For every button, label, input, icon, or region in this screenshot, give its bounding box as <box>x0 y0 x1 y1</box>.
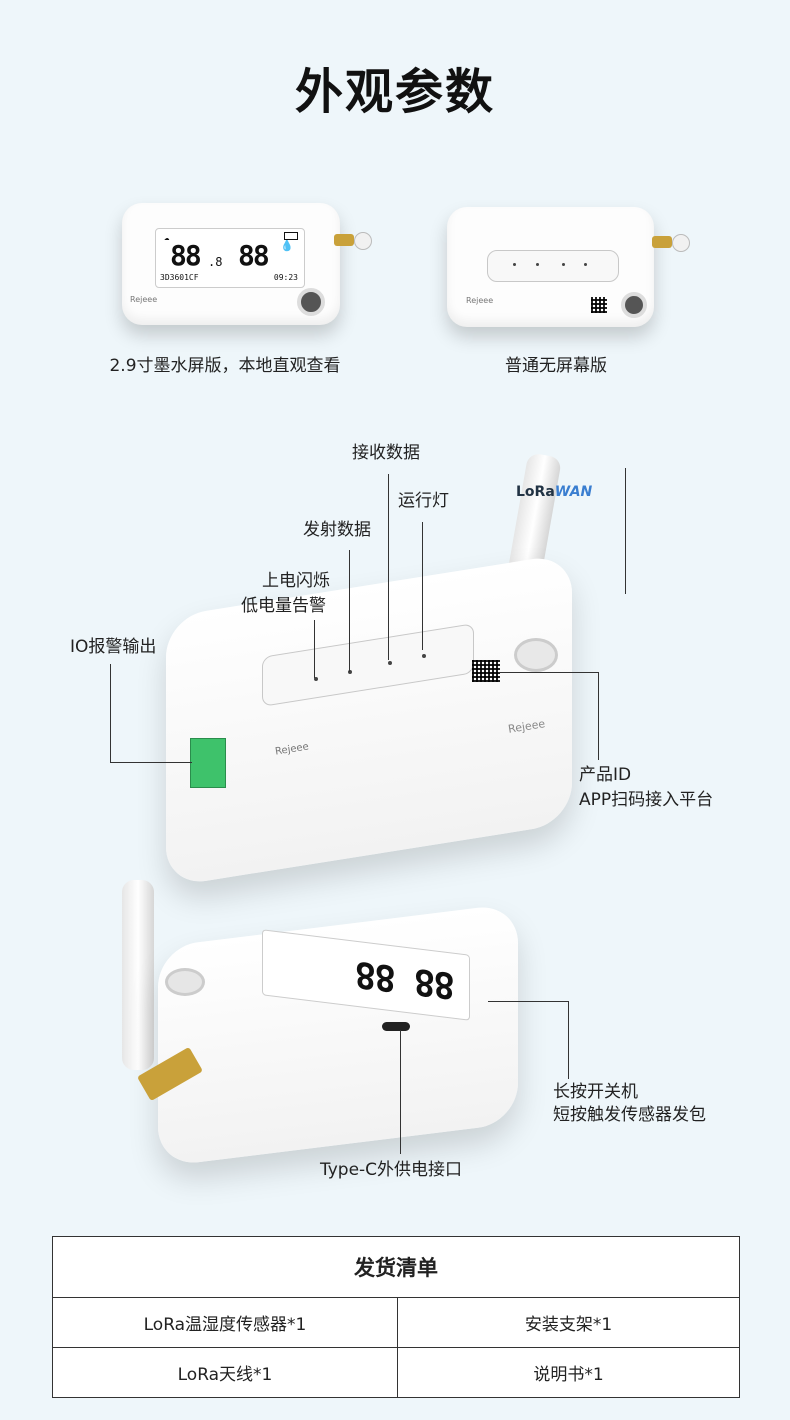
temp-readout: 88 <box>170 239 202 272</box>
humidity-readout: 88 <box>238 239 270 272</box>
brand-label-2: Rejeee <box>466 296 494 305</box>
callout-rx: 接收数据 <box>352 443 420 463</box>
power-button-2 <box>621 292 647 318</box>
callout-btn-line1: 长按开关机 <box>553 1082 638 1102</box>
callout-typec: Type-C外供电接口 <box>320 1160 463 1180</box>
callout-id-line2: APP扫码接入平台 <box>579 790 714 810</box>
io-terminal-block <box>190 738 226 788</box>
temp-decimal: .8 <box>208 255 223 269</box>
callout-tx: 发射数据 <box>303 520 371 540</box>
antenna-cap-2 <box>672 234 690 252</box>
led-panel-small <box>487 250 619 282</box>
shipping-list-table: 发货清单 LoRa温湿度传感器*1 安装支架*1 LoRa天线*1 说明书*1 <box>52 1236 740 1398</box>
shipping-list-title: 发货清单 <box>52 1236 740 1298</box>
callout-power-line2: 低电量告警 <box>241 596 326 616</box>
antenna-connector-2 <box>652 236 672 248</box>
shipping-item: LoRa天线*1 <box>52 1347 398 1398</box>
antenna-socket <box>514 638 558 672</box>
callout-id-line1: 产品ID <box>579 765 632 785</box>
device-id-text: 3D3601CF <box>160 273 199 282</box>
page-title: 外观参数 <box>294 64 495 120</box>
shipping-item: 说明书*1 <box>397 1347 740 1398</box>
caption-no-screen-version: 普通无屏幕版 <box>505 356 607 376</box>
time-text: 09:23 <box>273 273 298 282</box>
qr-code-large <box>472 660 500 682</box>
callout-run: 运行灯 <box>398 491 449 511</box>
antenna-connector-1 <box>334 234 354 246</box>
shipping-item: LoRa温湿度传感器*1 <box>52 1297 398 1348</box>
callout-btn-line2: 短按触发传感器发包 <box>553 1105 706 1125</box>
callout-io: IO报警输出 <box>70 637 157 657</box>
drop-icon: 💧 <box>280 239 294 252</box>
caption-screen-version: 2.9寸墨水屏版，本地直观查看 <box>109 356 341 376</box>
battery-icon <box>284 232 298 240</box>
lorawan-logo: LoRaWAN <box>516 484 593 500</box>
shipping-item: 安装支架*1 <box>397 1297 740 1348</box>
qr-code-small <box>591 297 607 313</box>
callout-power-line1: 上电闪烁 <box>262 571 330 591</box>
brand-label-1: Rejeee <box>130 295 158 304</box>
typec-port <box>382 1022 410 1031</box>
antenna-socket-front <box>165 968 205 996</box>
power-button-1 <box>297 288 325 316</box>
antenna-cap-1 <box>354 232 372 250</box>
eink-display: ☁ 88 .8 88 💧 3D3601CF 09:23 <box>155 228 305 288</box>
antenna-stick-front <box>122 880 154 1070</box>
